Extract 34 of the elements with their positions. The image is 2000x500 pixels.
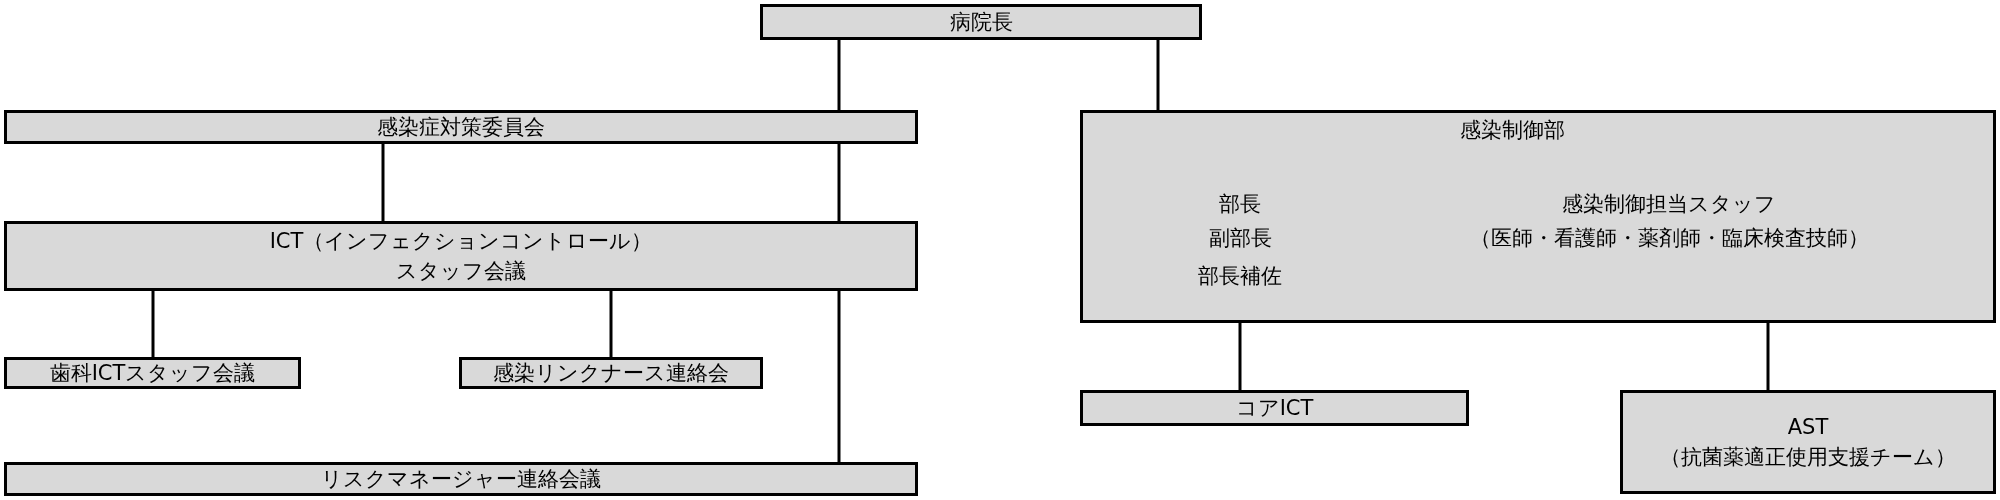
connector-line (1156, 40, 1160, 110)
connector-line (1766, 323, 1770, 390)
box-label: スタッフ会議 (396, 258, 526, 285)
box-label: ICT（インフェクションコントロール） (269, 227, 653, 255)
box-label: 感染症対策委員会 (377, 113, 545, 141)
box-label: 部長 (1219, 191, 1261, 218)
box-label: コアICT (1235, 394, 1314, 422)
box-label: 歯科ICTスタッフ会議 (49, 359, 256, 387)
box-label: 部長補佐 (1198, 263, 1282, 290)
org-box (4, 110, 918, 144)
org-box (1080, 110, 1996, 323)
org-box (1080, 390, 1469, 426)
org-box (760, 4, 1202, 40)
box-label: 副部長 (1208, 225, 1272, 252)
box-label: 感染リンクナース連絡会 (493, 359, 729, 387)
box-label: （抗菌薬適正使用支援チーム） (1660, 444, 1956, 471)
connector-line (609, 291, 613, 357)
box-label: 病院長 (949, 8, 1013, 36)
connector-line (837, 291, 841, 462)
box-label: 感染制御担当スタッフ (1562, 191, 1776, 218)
box-label: AST (1787, 413, 1829, 441)
connector-line (837, 40, 841, 110)
org-box (4, 462, 918, 496)
connector-line (381, 144, 385, 221)
box-label: （医師・看護師・薬剤師・臨床検査技師） (1469, 225, 1869, 252)
box-label: 感染制御部 (1459, 117, 1565, 144)
org-box (459, 357, 763, 389)
org-box (4, 357, 301, 389)
connector-line (1238, 323, 1242, 390)
connector-line (837, 144, 841, 221)
box-label: リスクマネージャー連絡会議 (321, 465, 601, 493)
org-box (1620, 390, 1996, 494)
connector-line (151, 291, 155, 357)
org-box (4, 221, 918, 291)
